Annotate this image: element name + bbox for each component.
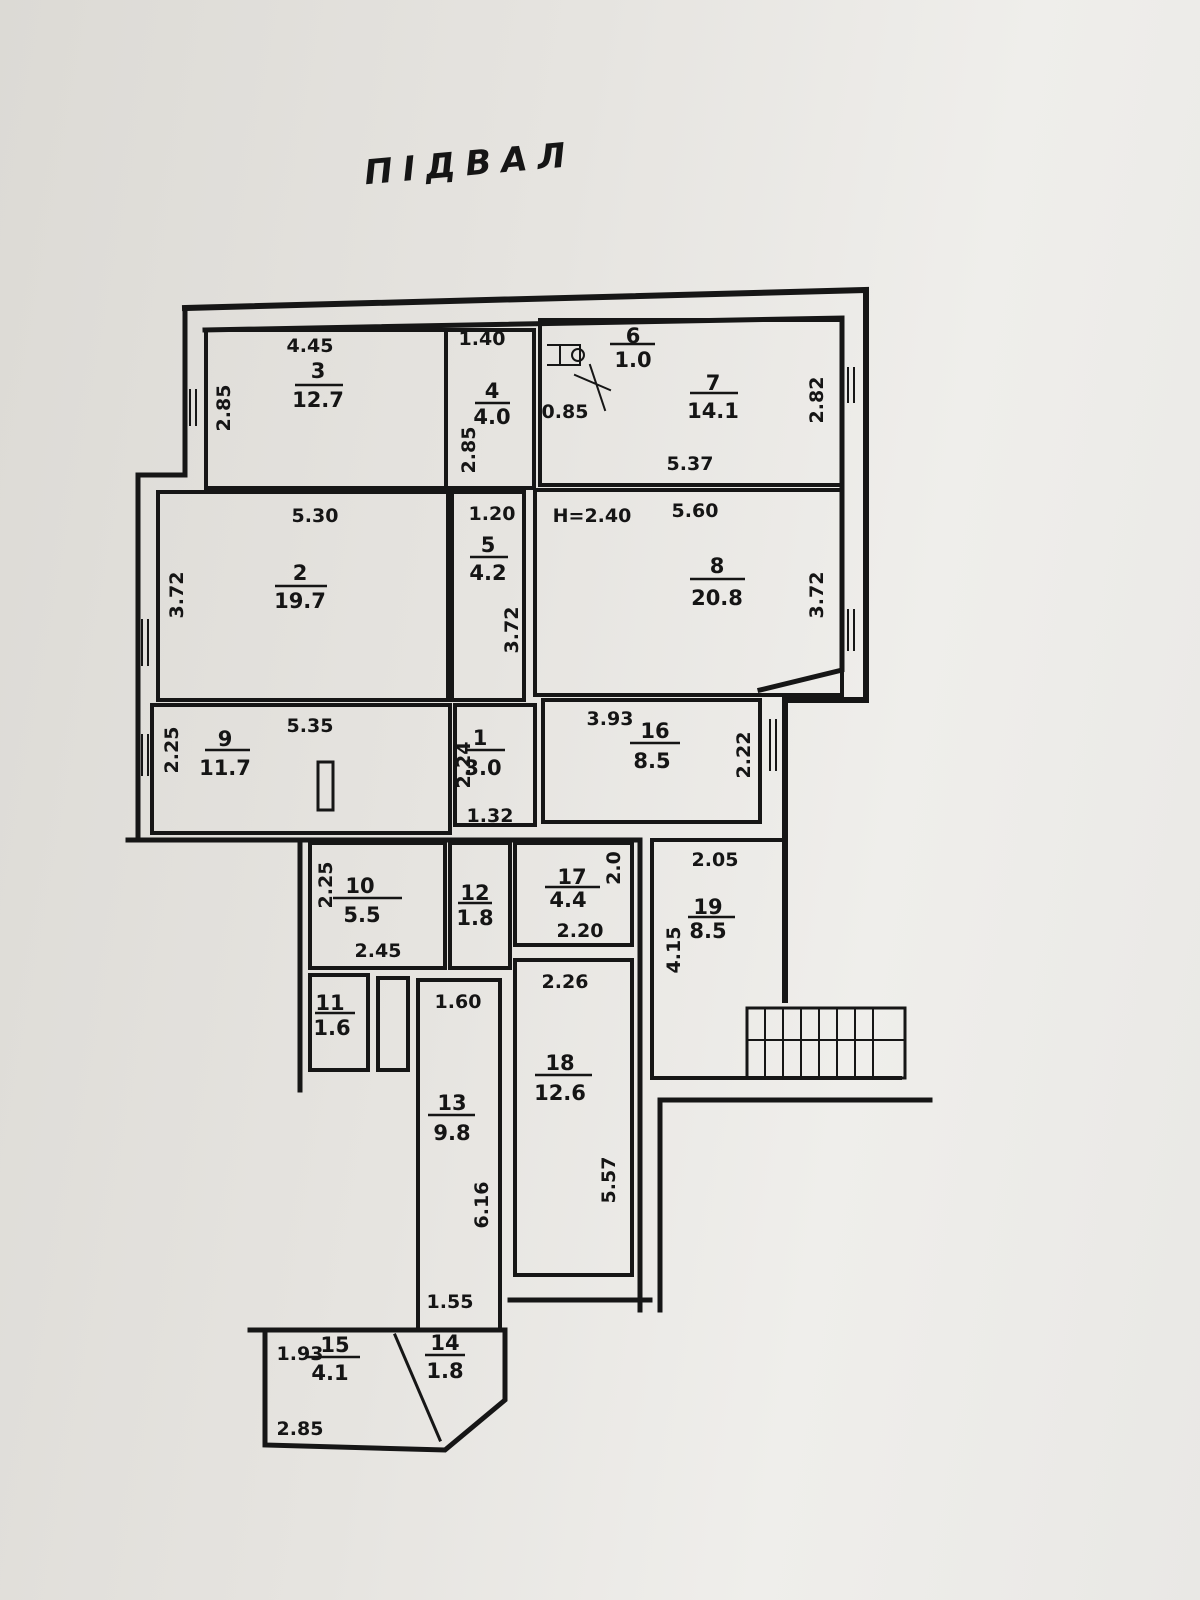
room-number: 17 — [557, 865, 586, 889]
plan-title: ПІДВАЛ — [363, 135, 578, 193]
room-number: 4 — [485, 379, 500, 403]
room-2: 219.7 — [274, 561, 327, 613]
dimension-label: 0.85 — [542, 401, 589, 423]
windows — [141, 367, 855, 776]
dimension-label: 5.60 — [672, 500, 719, 522]
dimension-label: 2.0 — [603, 851, 625, 885]
dimension-labels: 4.45 2.85 1.40 2.85 0.85 5.37 2.82 5.30 … — [161, 328, 828, 1440]
room-6: 61.0 — [610, 324, 655, 372]
room-9: 911.7 — [199, 727, 251, 780]
room-number: 7 — [706, 371, 721, 395]
room-number: 18 — [545, 1051, 574, 1075]
room-area: 9.8 — [433, 1121, 470, 1145]
dimension-label: 2.85 — [213, 385, 235, 432]
dimension-label: 4.15 — [663, 927, 685, 974]
room-18: 18 12.6 — [534, 1051, 592, 1105]
room-area: 1.8 — [426, 1359, 463, 1383]
dimension-label: 5.30 — [292, 505, 339, 527]
room-area: 1.0 — [614, 348, 651, 372]
room-number: 16 — [640, 719, 669, 743]
room-area: 4.0 — [473, 405, 510, 429]
dimension-label: 1.20 — [469, 503, 516, 525]
room-number: 12 — [460, 881, 489, 905]
room-area: 14.1 — [687, 399, 739, 423]
room-12: 121.8 — [456, 881, 493, 930]
dimension-label: 2.85 — [277, 1418, 324, 1440]
dimension-label: 2.26 — [542, 971, 589, 993]
room-7: 714.1 — [687, 371, 739, 423]
room-area: 4.1 — [311, 1361, 348, 1385]
dimension-label: 5.57 — [598, 1157, 620, 1204]
room-4: 44.0 — [473, 379, 510, 429]
room-area: 12.6 — [534, 1081, 586, 1105]
dimension-label: 2.05 — [692, 849, 739, 871]
room-number: 15 — [320, 1333, 349, 1357]
dimension-label: 1.60 — [435, 991, 482, 1013]
room-15: 154.1 — [305, 1333, 360, 1385]
ceiling-height-label: H=2.40 — [553, 505, 632, 527]
room-area: 12.7 — [292, 388, 344, 412]
dimension-label: 1.93 — [277, 1343, 324, 1365]
dimension-label: 2.25 — [161, 727, 183, 774]
room-17: 174.4 — [545, 865, 600, 912]
room-13: 139.8 — [428, 1091, 475, 1145]
room-19: 198.5 — [688, 895, 735, 943]
room-number: 8 — [710, 554, 725, 578]
dimension-label: 1.40 — [459, 328, 506, 350]
dimension-label: 3.72 — [501, 607, 523, 654]
dimension-label: 6.16 — [471, 1182, 493, 1229]
room-10: 105.5 — [333, 874, 402, 927]
room-number: 19 — [693, 895, 722, 919]
dimension-label: 2.24 — [453, 742, 475, 789]
room-number: 14 — [430, 1331, 459, 1355]
dimension-label: 4.45 — [287, 335, 334, 357]
dimension-label: 1.55 — [427, 1291, 474, 1313]
dimension-label: 2.20 — [557, 920, 604, 942]
room-number: 6 — [626, 324, 641, 348]
room-number: 1 — [473, 726, 488, 750]
room-8: 820.8 — [690, 554, 745, 610]
room-area: 5.5 — [343, 903, 380, 927]
room-16: 168.5 — [630, 719, 680, 773]
room-area: 4.2 — [469, 561, 506, 585]
dimension-label: 5.37 — [667, 453, 714, 475]
room-number: 2 — [293, 561, 308, 585]
room-area: 1.6 — [313, 1016, 350, 1040]
room-14: 141.8 — [425, 1331, 465, 1383]
room-area: 3.0 — [464, 756, 501, 780]
room-area: 4.4 — [549, 888, 586, 912]
dimension-label: 2.82 — [806, 377, 828, 424]
dimension-label: 2.22 — [733, 732, 755, 779]
room-number: 3 — [311, 359, 326, 383]
dimension-label: 3.93 — [587, 708, 634, 730]
room-area: 19.7 — [274, 589, 326, 613]
room-3: 312.7 — [292, 359, 344, 412]
room-area: 20.8 — [691, 586, 743, 610]
dimension-label: 3.72 — [166, 572, 188, 619]
room-area: 11.7 — [199, 756, 251, 780]
walls — [125, 286, 933, 1453]
room-11: 111.6 — [313, 991, 355, 1040]
dimension-label: 5.35 — [287, 715, 334, 737]
room-number: 13 — [437, 1091, 466, 1115]
room-number: 9 — [218, 727, 233, 751]
dimension-label: 2.85 — [458, 427, 480, 474]
dimension-label: 1.32 — [467, 805, 514, 827]
dimension-label: 3.72 — [806, 572, 828, 619]
room-area: 8.5 — [633, 749, 670, 773]
room-area: 8.5 — [689, 919, 726, 943]
dimension-label: 2.45 — [355, 940, 402, 962]
room-number: 11 — [315, 991, 344, 1015]
room-5: 54.2 — [469, 533, 508, 585]
room-number: 5 — [481, 533, 496, 557]
room-1: 13.0 — [464, 726, 505, 780]
room-area: 1.8 — [456, 906, 493, 930]
room-number: 10 — [345, 874, 374, 898]
dimension-label: 2.25 — [315, 862, 337, 909]
